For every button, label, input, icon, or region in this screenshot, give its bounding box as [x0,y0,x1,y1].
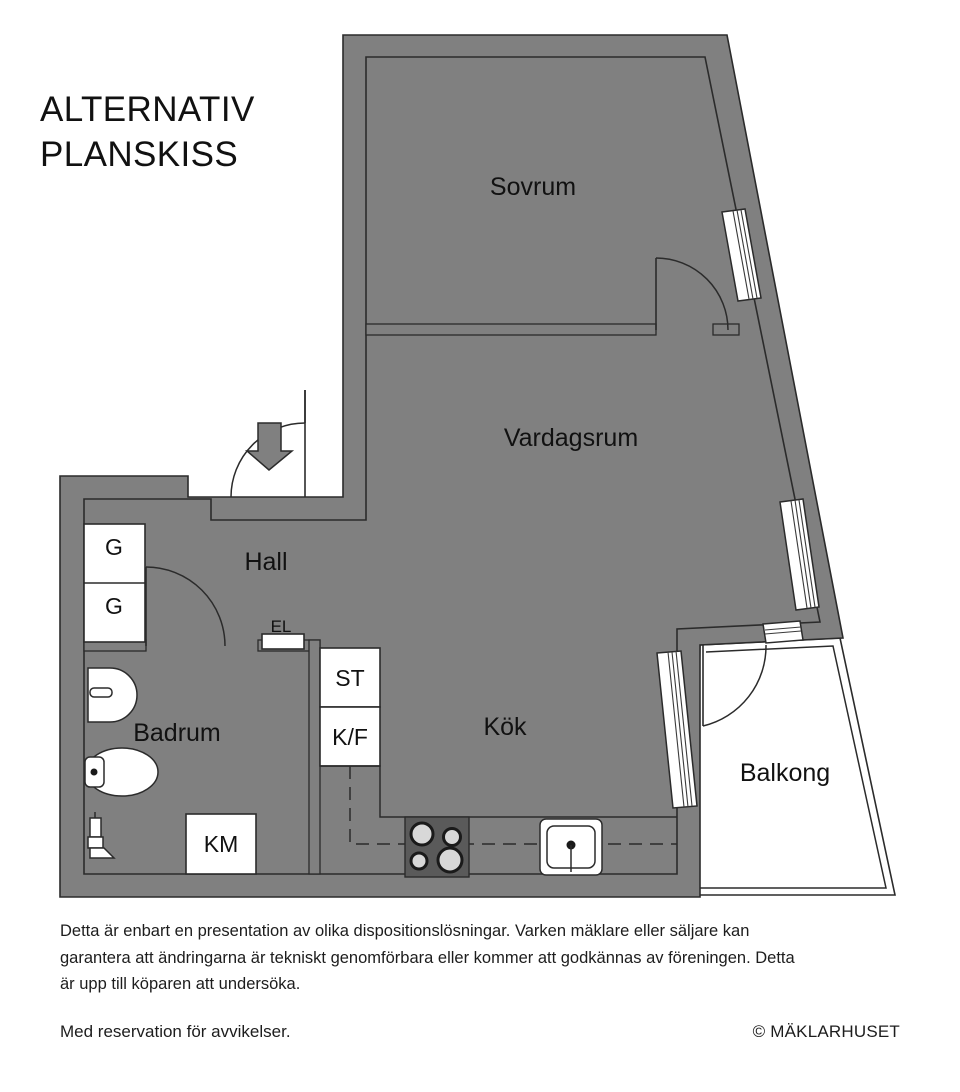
room-label-hall: Hall [244,548,287,576]
toilet-icon [84,747,159,797]
fixture-label-klappmaskin: KM [204,831,239,857]
fixture-label-kyl-frys: K/F [332,724,368,750]
fixture-label-stadskap: ST [335,665,364,691]
disclaimer-text: Detta är enbart en presentation av olika… [60,922,795,994]
window-vardagsrum [779,498,820,611]
page-title: ALTERNATIV PLANSKISS [40,88,255,178]
footer-disclaimer-block: Detta är enbart en presentation av olika… [60,918,900,998]
balcony-door-window [762,620,804,644]
room-label-sovrum: Sovrum [490,173,576,201]
window-sovrum [721,208,762,302]
floor-plan-drawing: Sovrum Vardagsrum Hall Badrum Kök Balkon… [59,34,896,898]
shower-mixer-icon [87,812,116,859]
box-klappmaskin [185,813,257,875]
stove-icon [404,816,470,878]
copyright-text: © MÄKLARHUSET [752,1022,900,1041]
footer-bottom-row: Med reservation för avvikelser. © MÄKLAR… [60,1022,900,1042]
fixture-label-el-central: EL [271,617,292,636]
washbasin-icon [87,667,138,723]
kitchen-sink-icon [539,818,603,876]
room-label-balkong: Balkong [740,759,830,787]
reservation-text: Med reservation för avvikelser. [60,1022,291,1041]
bedroom-door[interactable] [655,257,729,331]
bathroom-door[interactable] [145,566,226,647]
room-label-kok: Kök [483,713,527,741]
balcony-door[interactable] [702,644,767,727]
down-arrow-icon [244,422,295,471]
page-title-line-1: ALTERNATIV [40,90,255,129]
fixture-label-garderob-lower: G [105,593,123,619]
room-label-vardagsrum: Vardagsrum [504,424,638,452]
exterior-walls [59,34,844,898]
box-el-central [261,633,305,650]
fixture-label-garderob-upper: G [105,534,123,560]
closet-garderob [83,523,146,643]
box-kyl-frys [319,706,381,767]
room-labels: Sovrum Vardagsrum Hall Badrum Kök Balkon… [133,173,830,787]
fixture-labels: G G EL ST K/F KM [105,534,368,857]
page-title-line-2: PLANSKISS [40,134,239,174]
entrance-door[interactable] [230,390,306,498]
window-kok-balcony-side [656,650,698,809]
room-label-badrum: Badrum [133,719,221,747]
box-stadskap [319,647,381,708]
